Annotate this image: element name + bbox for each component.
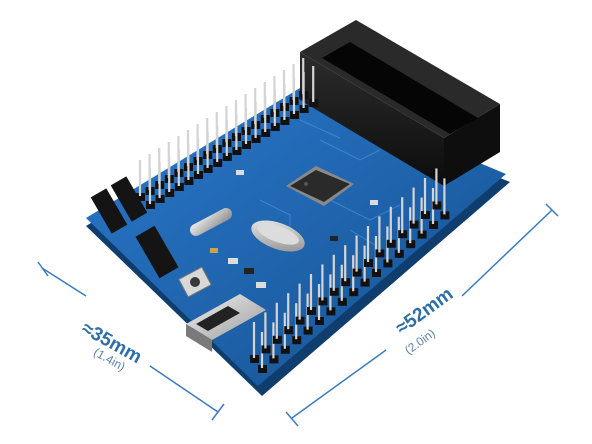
pin-base [383,259,393,268]
pin-base [349,288,359,297]
pin-base [203,165,213,173]
pin-base [398,230,408,239]
pin-base [242,141,251,149]
pin-base [394,249,404,258]
pin-header-right [250,168,450,373]
pin-base [303,326,313,335]
pin-base [341,278,351,287]
pin-base [307,307,316,315]
pin-base [250,355,259,363]
pin-base [417,230,427,239]
jtag-header [300,20,500,186]
pin-base [352,268,362,277]
reset-button [178,266,212,298]
pin-base [269,355,279,364]
mcu-chip [286,166,354,206]
pin-base [337,297,347,306]
length-dimension [285,203,559,427]
pin-base [406,240,416,249]
crystal-large [251,220,305,252]
pin-base [155,195,165,203]
pin-base [372,269,381,277]
smd-components [210,170,378,288]
pin-base [261,129,271,137]
pin-base [315,317,324,325]
pin-base [261,345,271,354]
pin-base [421,211,430,219]
crystal-small [189,208,233,236]
pin-base [329,287,339,296]
pin-base [146,201,155,209]
pin-base [360,278,370,287]
pin-base [309,99,319,107]
pin-base [194,171,203,179]
pin-base [232,147,242,155]
pin-base [440,211,450,220]
pin-base [290,111,299,119]
pin-base [251,135,261,143]
pin-base [409,220,419,229]
width-dimension [37,261,225,421]
pin-base [136,193,145,201]
boot-jumpers [90,176,179,279]
pin-base [184,177,194,185]
pin-base [299,105,309,113]
pin-base [429,221,438,229]
pin-base [258,365,267,373]
pin-base [213,159,223,167]
pin-base [174,183,184,191]
pin-base [270,123,280,131]
pin-base [318,297,328,306]
pin-base [280,117,290,125]
pin-base [292,336,302,345]
pin-base [222,153,232,161]
pin-base [375,249,385,258]
pin-base [284,326,294,335]
pin-base [386,239,396,248]
pin-base [432,201,442,210]
pin-base [295,316,305,325]
pin-base [280,345,290,354]
pin-header-top [136,58,319,209]
pin-base [165,189,175,197]
mini-usb-connector [186,294,266,352]
pin-base [364,259,373,267]
pin-base [326,307,336,316]
pin-base [272,335,282,344]
